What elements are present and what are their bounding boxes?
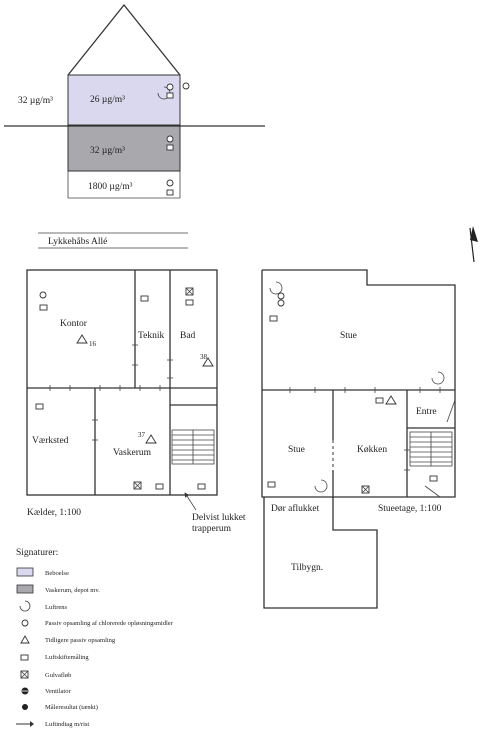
room-stue-large: Stue — [340, 331, 357, 341]
legend-label: Tidligere passiv opsamling — [45, 637, 116, 644]
extension-outline — [263, 497, 378, 609]
room-bad: Bad — [180, 331, 196, 341]
floor-drain-icon — [361, 485, 370, 494]
room-teknik: Teknik — [138, 331, 164, 341]
air-exchange-icon — [429, 475, 438, 482]
roof — [67, 3, 181, 76]
basement-outline — [26, 269, 218, 496]
ventilator-icon — [21, 687, 29, 695]
legend-title: Signaturer: — [16, 548, 58, 558]
upper-floor-value: 26 µg/m³ — [90, 95, 125, 105]
air-purifier-icon — [431, 371, 445, 385]
legend-label: Beboelse — [45, 570, 69, 577]
legend-label: Luftindtag m/rist — [45, 721, 89, 728]
room-kontor: Kontor — [60, 319, 88, 329]
air-exchange-icon — [166, 144, 174, 151]
floor-drain-icon — [185, 287, 194, 296]
passive-sampler-icon — [277, 292, 285, 300]
ground-floor-outline — [261, 269, 456, 498]
floor-drain-icon — [133, 481, 142, 490]
basement-plan: Kontor Teknik Bad Værksted Vaskerum 16 3… — [26, 269, 246, 534]
legend-label: Passiv opsamling af chlorerede opløsning… — [45, 620, 174, 627]
legend-label: Ventilator — [45, 688, 71, 695]
ground-floor-scale-label: Stueetage, 1:100 — [378, 504, 442, 514]
door-swing — [424, 485, 441, 498]
square-icon — [20, 654, 29, 661]
air-purifier-icon — [314, 479, 328, 493]
floor-drain-icon — [20, 670, 29, 679]
ground-floor-utility — [67, 124, 181, 172]
air-exchange-icon — [166, 189, 174, 196]
basement-value: 1800 µg/m³ — [88, 182, 133, 192]
room-kokken: Køkken — [357, 445, 387, 455]
passive-sampler-icon — [166, 83, 174, 91]
air-exchange-icon — [267, 481, 276, 488]
legend-label: Luftskiftemåling — [45, 654, 89, 661]
previous-sampler-icon — [145, 434, 157, 444]
passive-sampler-icon — [39, 291, 47, 299]
basement-note-line1: Delvist lukket — [192, 513, 246, 523]
outside-value: 32 µg/m³ — [18, 96, 53, 106]
measurement-bad: 38 — [200, 353, 208, 361]
air-exchange-icon — [155, 483, 164, 490]
ground-stairs — [409, 431, 453, 467]
house-section: 32 µg/m³ 26 µg/m³ 32 µg/m³ 1800 µg/m³ — [4, 3, 265, 199]
legend-swatch-beboelse — [16, 567, 34, 577]
air-exchange-icon — [185, 299, 194, 306]
door-closed-note: Dør aflukket — [271, 503, 320, 514]
compass-north-arrow-icon — [469, 226, 478, 263]
room-tilbygn: Tilbygn. — [291, 563, 323, 573]
room-vaskerum: Vaskerum — [113, 448, 152, 458]
legend-label: Måleresultat (tænkt) — [45, 704, 98, 711]
air-exchange-icon — [197, 483, 206, 490]
air-exchange-icon — [39, 304, 48, 311]
air-exchange-icon — [166, 92, 174, 99]
legend-label: Vaskerum, depot mv. — [45, 587, 100, 594]
legend-label: Luftrens — [45, 604, 67, 611]
upper-floor-residential — [67, 74, 181, 126]
room-vaerksted: Værksted — [32, 436, 69, 446]
circle-icon — [21, 619, 29, 627]
passive-sampler-icon — [166, 179, 174, 187]
arrow-icon — [16, 721, 34, 727]
basement-scale-label: Kælder, 1:100 — [27, 508, 81, 518]
basement-stairs — [171, 429, 215, 465]
legend-swatch-vaskerum — [16, 584, 34, 594]
air-exchange-icon — [140, 295, 149, 302]
air-exchange-icon — [375, 397, 384, 404]
ground-floor-value: 32 µg/m³ — [90, 146, 125, 156]
air-purifier-icon — [269, 281, 283, 295]
previous-sampler-icon — [202, 357, 214, 367]
entrance-door — [446, 399, 456, 423]
legend-label: Gulvafløb — [45, 672, 71, 679]
triangle-icon — [20, 635, 30, 644]
passive-sampler-icon — [166, 135, 174, 143]
measurement-vaskerum: 37 — [138, 431, 146, 439]
previous-sampler-icon — [385, 395, 397, 405]
passive-sampler-icon — [277, 299, 285, 307]
passive-sampler-icon — [182, 82, 190, 90]
ground-floor-plan: Stue Entre Stue Køkken Tilbygn. Dør aflu… — [261, 269, 456, 609]
legend: Signaturer: Beboelse Vaskerum, depot mv.… — [16, 548, 174, 728]
street: Lykkehåbs Allé — [38, 232, 188, 249]
air-exchange-icon — [269, 315, 278, 322]
dot-icon — [22, 704, 28, 710]
air-purifier-icon — [19, 600, 31, 612]
street-name: Lykkehåbs Allé — [48, 236, 107, 247]
air-exchange-icon — [35, 403, 44, 410]
basement-note-line2: trapperum — [192, 524, 232, 534]
room-stue: Stue — [288, 445, 305, 455]
note-leader-line — [184, 492, 197, 511]
previous-sampler-icon — [76, 334, 88, 344]
room-entre: Entre — [416, 407, 437, 417]
measurement-kontor: 16 — [89, 340, 97, 348]
